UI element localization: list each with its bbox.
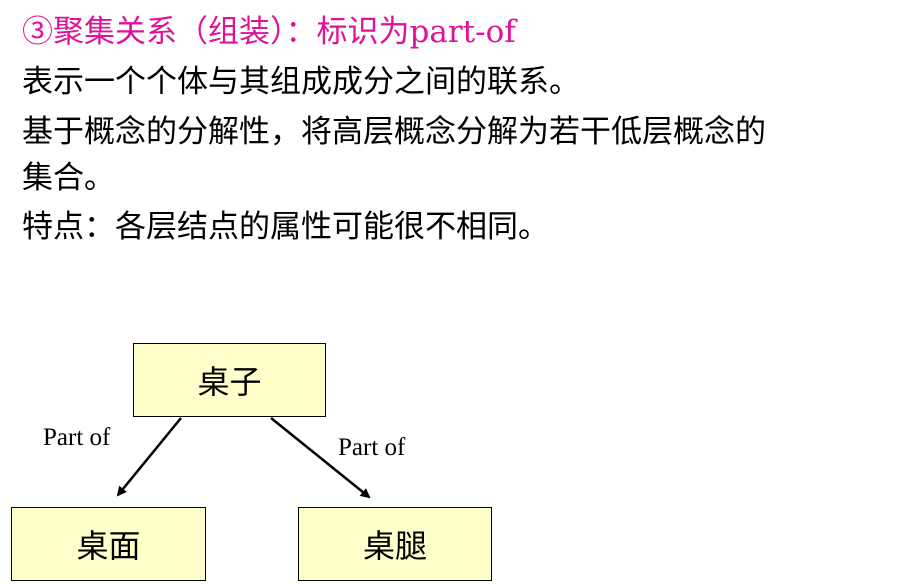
node-table-leg: 桌腿	[298, 507, 492, 581]
body-line-feature: 特点：各层结点的属性可能很不相同。	[22, 209, 549, 245]
body-line-decomposition: 基于概念的分解性，将高层概念分解为若干低层概念的	[22, 114, 766, 150]
node-table: 桌子	[133, 343, 326, 417]
node-tabletop: 桌面	[11, 507, 206, 581]
edge-root-to-left	[116, 417, 182, 497]
edge-label-right: Part of	[338, 434, 406, 461]
edge-root-to-right	[270, 417, 371, 499]
section-heading: ③聚集关系（组装）：标识为part-of	[22, 14, 516, 50]
edge-label-left: Part of	[43, 424, 111, 451]
body-line-definition: 表示一个个体与其组成成分之间的联系。	[22, 64, 580, 100]
body-line-decomposition-cont: 集合。	[22, 160, 115, 196]
